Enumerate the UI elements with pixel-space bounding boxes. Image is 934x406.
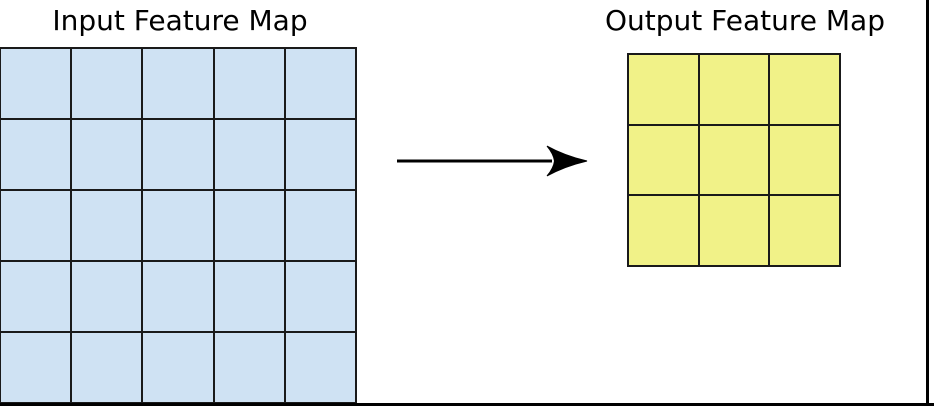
- feature-map-cell: [628, 54, 699, 125]
- input-feature-map-title: Input Feature Map: [52, 4, 308, 37]
- feature-map-cell: [213, 48, 285, 119]
- feature-map-cell: [213, 119, 285, 190]
- input-feature-map-grid: [0, 47, 357, 404]
- feature-map-cell: [0, 48, 72, 119]
- feature-map-cell: [284, 190, 356, 261]
- feature-map-cell: [71, 119, 143, 190]
- canvas-bottom-border: [0, 403, 934, 406]
- feature-map-cell: [284, 119, 356, 190]
- feature-map-cell: [769, 195, 840, 266]
- feature-map-cell: [71, 261, 143, 332]
- feature-map-cell: [213, 190, 285, 261]
- output-feature-map-title: Output Feature Map: [605, 4, 885, 37]
- canvas-right-border: [926, 0, 929, 406]
- feature-map-cell: [71, 48, 143, 119]
- feature-map-cell: [0, 261, 72, 332]
- feature-map-cell: [769, 54, 840, 125]
- feature-map-cell: [698, 124, 770, 196]
- feature-map-cell: [0, 119, 72, 190]
- feature-map-cell: [142, 48, 214, 119]
- feature-map-cell: [142, 190, 214, 261]
- feature-map-cell: [0, 190, 72, 261]
- arrow-head: [546, 145, 588, 177]
- feature-map-cell: [628, 124, 699, 196]
- feature-map-cell: [284, 48, 356, 119]
- feature-map-cell: [698, 195, 770, 266]
- feature-map-cell: [71, 190, 143, 261]
- feature-map-cell: [142, 332, 214, 403]
- feature-map-cell: [142, 119, 214, 190]
- output-feature-map-grid: [627, 53, 841, 267]
- feature-map-cell: [284, 261, 356, 332]
- right-arrow-icon: [397, 145, 588, 177]
- feature-map-cell: [628, 195, 699, 266]
- feature-map-cell: [698, 54, 770, 125]
- feature-map-cell: [0, 332, 72, 403]
- feature-map-cell: [213, 332, 285, 403]
- feature-map-cell: [142, 261, 214, 332]
- feature-map-cell: [213, 261, 285, 332]
- feature-map-cell: [284, 332, 356, 403]
- feature-map-cell: [769, 124, 840, 196]
- feature-map-cell: [71, 332, 143, 403]
